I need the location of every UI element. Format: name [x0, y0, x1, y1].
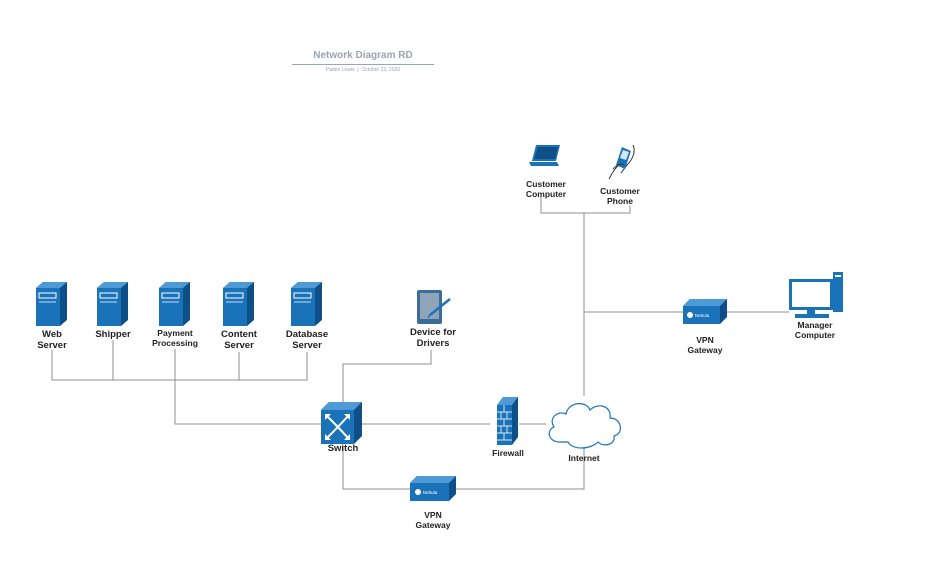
firewall-icon [497, 397, 518, 445]
label-line: Processing [152, 338, 198, 348]
label-line: VPN [424, 510, 442, 520]
label-line: VPN [696, 335, 714, 345]
label-line: Customer [600, 186, 640, 196]
connector-switch-driver [342, 350, 432, 403]
connector-servers-bus [51, 350, 308, 381]
label-line: Gateway [415, 520, 451, 530]
label-line: Content [221, 329, 257, 340]
label-line: Firewall [492, 448, 524, 458]
connector-vpn-bottom-internet [456, 448, 585, 490]
label-line: Server [224, 340, 254, 351]
page-title: Network Diagram RD [292, 50, 434, 65]
label-vpn-gateway-right: VPN Gateway [688, 335, 723, 355]
label-line: Payment [157, 328, 193, 338]
label-line: Server [37, 340, 67, 351]
phone-icon [608, 144, 635, 180]
tablet-icon [417, 290, 451, 324]
label-line: Server [292, 340, 322, 351]
label-web-server: Web Server [37, 329, 67, 351]
label-line: Drivers [416, 338, 450, 349]
server-icon [97, 282, 128, 326]
server-icon [291, 282, 322, 326]
vpn-device-text: Nebula [695, 313, 710, 318]
label-switch: Switch [328, 443, 359, 454]
label-database-server: Database Server [286, 329, 328, 351]
label-line: Internet [568, 453, 600, 463]
label-line: Phone [607, 196, 633, 206]
label-device-for-drivers: Device for Drivers [410, 327, 456, 349]
label-line: Computer [525, 189, 567, 199]
document-date: October 23, 2020 [361, 67, 401, 73]
label-line: Computer [794, 330, 836, 340]
label-manager-computer: Manager Computer [795, 320, 835, 340]
page-subtitle: Paden Lewis | October 23, 2020 [292, 67, 434, 73]
label-customer-computer: Customer Computer [526, 179, 566, 199]
label-line: Device for [410, 327, 456, 338]
label-line: Customer [526, 179, 566, 189]
label-internet: Internet [568, 453, 599, 463]
label-payment-processing: Payment Processing [152, 328, 198, 348]
server-icon [36, 282, 67, 326]
vpn-gateway-icon: Nebula [410, 476, 456, 501]
monitor-icon [789, 272, 843, 318]
author-name: Paden Lewis [325, 67, 355, 73]
separator: | [355, 67, 361, 73]
label-firewall: Firewall [492, 448, 524, 458]
label-line: Database [285, 329, 329, 340]
label-line: Shipper [95, 329, 131, 340]
label-line: Gateway [687, 345, 723, 355]
switch-icon [321, 402, 362, 444]
label-customer-phone: Customer Phone [600, 186, 640, 206]
server-icon [159, 282, 190, 326]
connector-switch-vpn-bottom [342, 446, 410, 490]
vpn-device-text: Nebula [423, 490, 438, 495]
cloud-icon [548, 403, 621, 449]
label-content-server: Content Server [221, 329, 257, 351]
label-shipper: Shipper [95, 329, 130, 340]
label-vpn-gateway-bottom: VPN Gateway [416, 510, 451, 530]
vpn-gateway-icon: Nebula [683, 299, 727, 324]
connector-payment-switch [174, 349, 321, 425]
label-line: Web [42, 329, 62, 340]
server-icon [223, 282, 254, 326]
label-line: Manager [797, 320, 833, 330]
connector-customers-bus [540, 196, 631, 214]
laptop-icon [529, 145, 560, 166]
label-line: Switch [327, 443, 359, 454]
connectors [51, 196, 789, 490]
